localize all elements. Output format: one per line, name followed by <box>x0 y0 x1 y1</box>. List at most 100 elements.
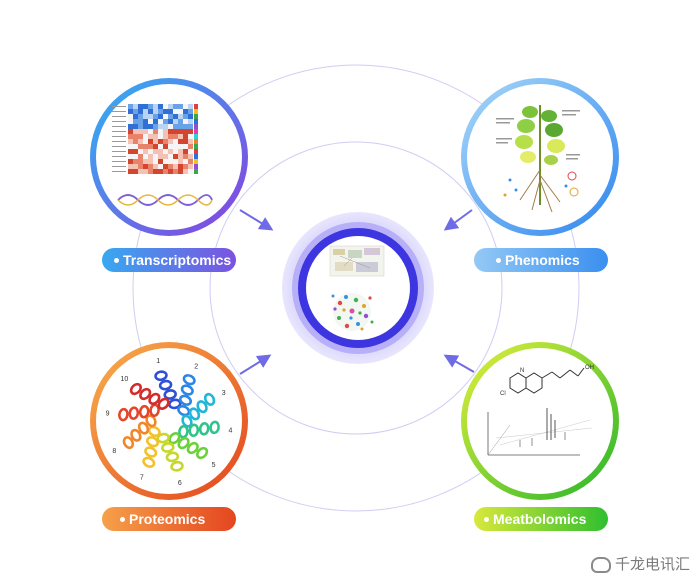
outer-orbit-ring <box>132 64 580 512</box>
heatmap-cell <box>188 104 193 109</box>
mass-spectrum-3d <box>487 408 593 456</box>
heatmap-cell <box>168 109 173 114</box>
helix-number: 4 <box>228 428 232 435</box>
heatmap-cell <box>148 159 153 164</box>
heatmap-cell <box>158 139 163 144</box>
heatmap-cell <box>163 124 168 129</box>
heatmap-cell <box>138 124 143 129</box>
heatmap-row-annotation <box>194 139 198 144</box>
heatmap-cell <box>173 164 178 169</box>
inner-orbit-ring <box>209 141 503 435</box>
heatmap-cell <box>158 109 163 114</box>
phenomics-node <box>461 78 619 236</box>
heatmap-cell <box>173 149 178 154</box>
heatmap-cell <box>178 164 183 169</box>
heatmap-cell <box>183 124 188 129</box>
heatmap-cell <box>138 134 143 139</box>
heatmap-cell <box>153 104 158 109</box>
heatmap-cell <box>163 129 168 134</box>
heatmap-cell <box>158 164 163 169</box>
heatmap-cell <box>138 104 143 109</box>
heatmap-cell <box>158 114 163 119</box>
heatmap-cell <box>188 109 193 114</box>
heatmap-cell <box>183 159 188 164</box>
heatmap-cell <box>148 109 153 114</box>
heatmap-cell <box>188 119 193 124</box>
heatmap-cell <box>133 169 138 174</box>
heatmap-cell <box>148 149 153 154</box>
helix-coil <box>186 441 199 455</box>
heatmap-cell <box>188 144 193 149</box>
heatmap-cell <box>143 119 148 124</box>
heatmap-cell <box>138 159 143 164</box>
heatmap-cell <box>153 134 158 139</box>
heatmap-row-label <box>112 171 126 172</box>
helix-coil <box>177 404 191 417</box>
heatmap-cell <box>183 104 188 109</box>
helix-coil <box>149 403 160 418</box>
heatmap-cell <box>173 114 178 119</box>
heatmap-row-annotation <box>194 104 198 109</box>
heatmap-row-label <box>112 166 126 167</box>
heatmap-cell <box>148 164 153 169</box>
heatmap-cell <box>133 134 138 139</box>
metabolomics-node: N Cl OH <box>461 342 619 500</box>
helix-coil <box>178 394 193 406</box>
heatmap-cell <box>183 149 188 154</box>
heatmap-cell <box>173 144 178 149</box>
heatmap-cell <box>173 129 178 134</box>
heatmap-cell <box>163 139 168 144</box>
helix-coil <box>177 436 190 450</box>
heatmap-cell <box>178 169 183 174</box>
helix-coil <box>147 425 161 438</box>
helix-number: 2 <box>194 363 198 370</box>
heatmap-cell <box>133 104 138 109</box>
heatmap-cell <box>143 159 148 164</box>
heatmap-cell <box>138 129 143 134</box>
heatmap-cell <box>173 104 178 109</box>
heatmap-cell <box>158 169 163 174</box>
proteomics-label: Proteomics <box>102 507 236 531</box>
helix-coil <box>165 451 180 463</box>
arrow-metabolomics <box>443 354 475 373</box>
helix-number: 8 <box>112 448 116 455</box>
heatmap-cell <box>128 129 133 134</box>
heatmap-cell <box>183 144 188 149</box>
heatmap-cell <box>138 154 143 159</box>
heatmap-cell <box>168 159 173 164</box>
helix-number: 3 <box>222 390 226 397</box>
heatmap-cell <box>153 164 158 169</box>
heatmap-cell <box>133 129 138 134</box>
heatmap-cell <box>158 149 163 154</box>
heatmap-cell <box>158 159 163 164</box>
heatmap-cell <box>188 154 193 159</box>
heatmap-cell <box>188 139 193 144</box>
helix-coil <box>180 384 194 396</box>
heatmap-cell <box>168 169 173 174</box>
heatmap-cell <box>128 159 133 164</box>
heatmap-cell <box>168 149 173 154</box>
heatmap-cell <box>153 139 158 144</box>
heatmap-cell <box>143 154 148 159</box>
helix-number: 6 <box>178 480 182 487</box>
pathway-figure <box>329 245 385 277</box>
bullet-dot <box>496 257 501 263</box>
heatmap-row-annotation <box>194 109 198 114</box>
watermark: 千龙电讯汇 <box>590 553 690 574</box>
heatmap-cell <box>183 114 188 119</box>
weibo-icon <box>590 556 611 573</box>
heatmap-cell <box>163 119 168 124</box>
heatmap-cell <box>178 159 183 164</box>
heatmap-cell <box>148 129 153 134</box>
heatmap-row-annotation <box>194 169 198 174</box>
plant-figure <box>496 105 580 213</box>
heatmap-cell <box>183 109 188 114</box>
heatmap-cell <box>183 129 188 134</box>
heatmap-cell <box>153 109 158 114</box>
helix-coil <box>129 382 142 396</box>
heatmap-cell <box>153 159 158 164</box>
helix-number: 9 <box>106 410 110 417</box>
heatmap-cell <box>188 149 193 154</box>
helix-coil <box>168 398 182 410</box>
